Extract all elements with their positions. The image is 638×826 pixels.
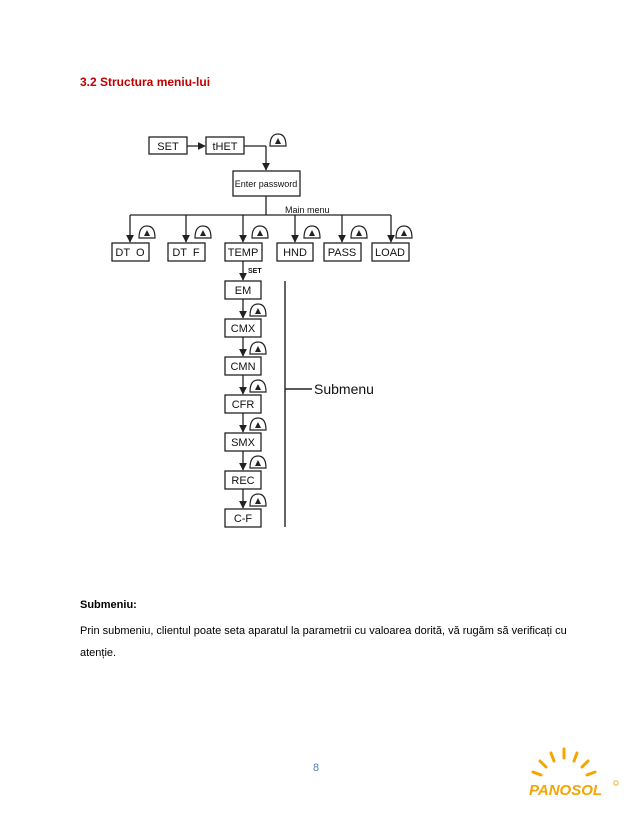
up-icon bbox=[249, 303, 267, 317]
sub-item-label: CMN bbox=[230, 361, 255, 373]
up-icon bbox=[350, 225, 368, 239]
logo-text: PANOSOL bbox=[529, 782, 602, 799]
main-item-dt-f bbox=[167, 242, 206, 262]
main-item-label: TEMP bbox=[228, 247, 259, 259]
up-icon bbox=[303, 225, 321, 239]
submenu-heading: Submeniu: bbox=[80, 599, 137, 611]
main-item-label: HND bbox=[283, 247, 307, 259]
sub-item-c-f bbox=[224, 508, 262, 528]
sun-icon bbox=[531, 747, 597, 777]
main-item-pass bbox=[323, 242, 362, 262]
enter-password-label: Enter password bbox=[235, 179, 298, 189]
set-box-label: SET bbox=[157, 141, 179, 153]
submenu-paragraph: Prin submeniu, clientul poate seta apara… bbox=[80, 625, 567, 659]
sub-item-label: CFR bbox=[232, 399, 255, 411]
main-item-label: LOAD bbox=[375, 247, 405, 259]
main-item-label: PASS bbox=[328, 247, 357, 259]
up-icon bbox=[249, 493, 267, 507]
sub-item-label: EM bbox=[235, 285, 252, 297]
up-icon bbox=[249, 379, 267, 393]
main-item-dt-o bbox=[111, 242, 150, 262]
page-number: 8 bbox=[313, 762, 320, 774]
section-heading: 3.2 Structura meniu-lui bbox=[80, 75, 211, 89]
up-icon bbox=[395, 225, 413, 239]
main-item-label: DT F bbox=[172, 247, 200, 259]
up-icon bbox=[249, 341, 267, 355]
up-icon bbox=[251, 225, 269, 239]
thet-box-label: tHET bbox=[212, 141, 237, 153]
submenu-label: Submenu bbox=[314, 381, 374, 397]
up-icon bbox=[269, 133, 287, 147]
up-icon bbox=[138, 225, 156, 239]
main-item-hnd bbox=[276, 242, 314, 262]
sub-item-label: CMX bbox=[231, 323, 256, 335]
up-icon bbox=[249, 455, 267, 469]
sub-item-label: C-F bbox=[234, 513, 253, 525]
main-item-load bbox=[371, 242, 410, 262]
up-icon bbox=[249, 417, 267, 431]
main-item-label: DT O bbox=[115, 247, 145, 259]
sub-item-label: SMX bbox=[231, 437, 256, 449]
up-icon bbox=[194, 225, 212, 239]
panosol-logo: PANOSOL bbox=[529, 747, 619, 799]
set-small-label: SET bbox=[248, 268, 262, 275]
enter-password-box bbox=[232, 170, 301, 197]
sub-item-label: REC bbox=[231, 475, 254, 487]
menu-structure-diagram: SET tHET Enter password Main menu DT O D… bbox=[111, 133, 413, 528]
main-menu-label: Main menu bbox=[285, 205, 330, 215]
